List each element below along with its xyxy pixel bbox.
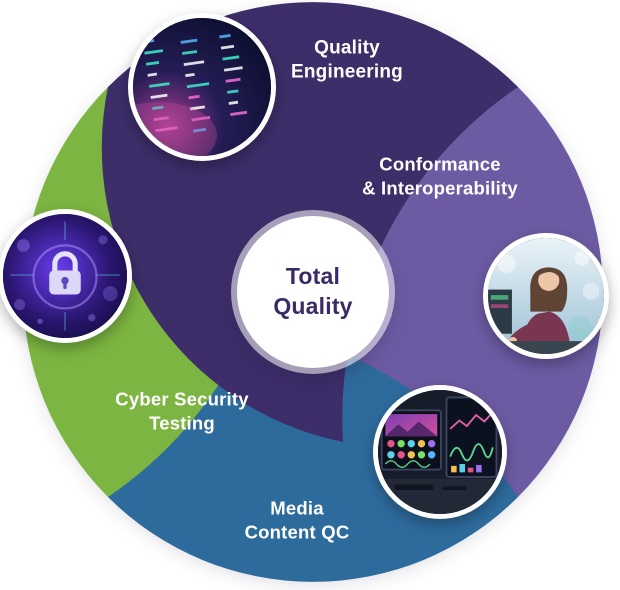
bokeh-dots — [14, 235, 118, 325]
label-conformance-interoperability: Conformance & Interoperability — [362, 153, 518, 198]
test-equipment — [488, 289, 512, 334]
center-title: Total Quality — [273, 263, 353, 319]
padlock-image — [3, 214, 127, 338]
label-cyber-security-testing: Cyber Security Testing — [115, 388, 249, 433]
padlock-photo — [0, 209, 132, 343]
scope-dials — [386, 439, 437, 460]
circuit-lines — [10, 221, 120, 331]
editing-monitors-photo — [373, 385, 507, 519]
engineer-photo — [483, 233, 609, 359]
center-total-quality-circle: Total Quality — [237, 216, 389, 368]
code-lines — [142, 34, 248, 133]
engineer-image — [488, 238, 604, 354]
right-monitor — [445, 396, 498, 478]
left-monitor — [380, 409, 442, 471]
label-media-content-qc: Media Content QC — [244, 497, 350, 542]
label-quality-engineering: Quality Engineering — [291, 37, 403, 83]
code-screen-photo — [128, 13, 276, 161]
editing-monitors-image — [378, 390, 502, 514]
code-screen-image — [133, 18, 271, 156]
padlock-icon — [49, 251, 81, 295]
